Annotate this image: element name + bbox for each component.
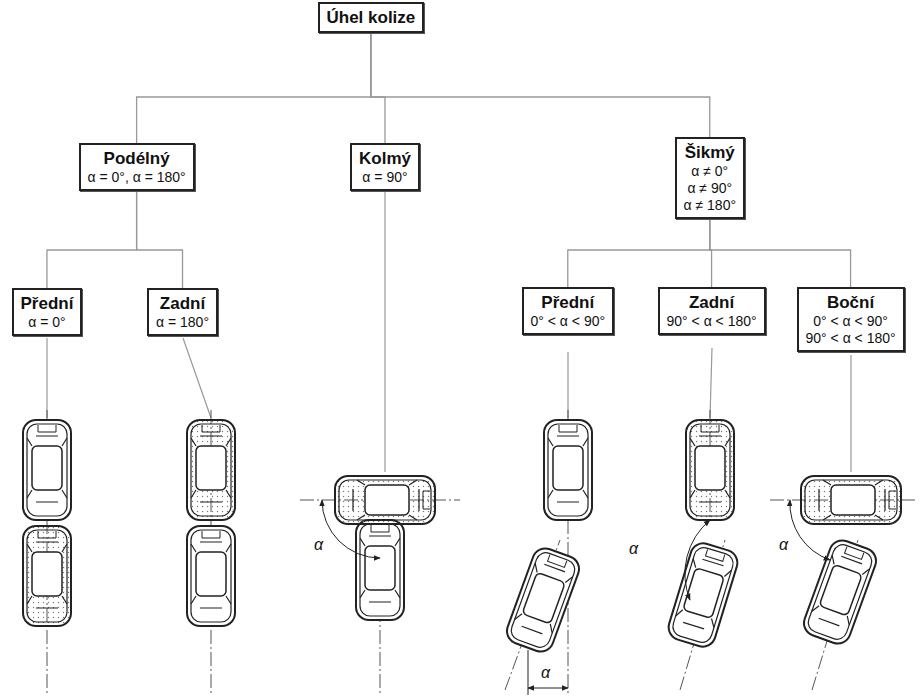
box-title: Boční: [806, 292, 896, 313]
angle-label: α: [628, 540, 639, 558]
box-title: Šikmý: [684, 142, 737, 163]
angle-condition: α = 180°: [156, 314, 209, 331]
box-title: Zadní: [156, 293, 209, 314]
car-outline: [23, 526, 71, 626]
angle-condition: α ≠ 90°: [684, 180, 737, 197]
tree-connector: [371, 33, 710, 137]
car-outline: [801, 476, 901, 524]
category-box: Kolmýα = 90°: [350, 143, 420, 191]
root-box: Úhel kolize: [318, 2, 425, 33]
category-box: Přední0° < α < 90°: [522, 287, 615, 335]
car-outline: [187, 526, 235, 626]
angle-label: α: [540, 664, 551, 682]
car-outline: [23, 420, 71, 520]
car-outline: [335, 476, 435, 524]
angle-condition: α = 0°: [21, 314, 74, 331]
category-box: Zadní90° < α < 180°: [658, 287, 766, 335]
car-outline: [686, 420, 734, 520]
tree-connector: [568, 219, 710, 287]
car-outline: [544, 420, 592, 520]
box-title: Přední: [531, 292, 606, 313]
tree-connector: [47, 191, 137, 288]
angle-condition: α ≠ 0°: [684, 163, 737, 180]
angle-condition: α = 90°: [359, 169, 411, 186]
tree-connector: [371, 33, 385, 143]
category-box: Předníα = 0°: [12, 288, 83, 336]
angle-condition: 0° < α < 90°: [531, 313, 606, 330]
angle-label: α: [313, 536, 324, 554]
car-outline: [187, 420, 235, 520]
category-box: Šikmýα ≠ 0°α ≠ 90°α ≠ 180°: [675, 137, 746, 219]
box-title: Kolmý: [359, 148, 411, 169]
angle-condition: 90° < α < 180°: [667, 313, 757, 330]
car-outline: [503, 545, 582, 655]
category-box: Boční0° < α < 90°90° < α < 180°: [797, 287, 905, 352]
box-title: Zadní: [667, 292, 757, 313]
category-box: Zadníα = 180°: [147, 288, 218, 336]
tree-connector: [137, 33, 371, 143]
angle-label: α: [778, 536, 789, 554]
tree-connector: [137, 191, 183, 288]
angle-condition: 0° < α < 90°: [806, 313, 896, 330]
angle-condition: α ≠ 180°: [684, 197, 737, 214]
car-outline: [800, 537, 879, 647]
car-outline: [356, 520, 404, 620]
box-title: Úhel kolize: [327, 7, 416, 28]
angle-condition: α = 0°, α = 180°: [88, 169, 186, 186]
box-title: Podélný: [88, 148, 186, 169]
tree-connector: [710, 219, 851, 287]
car-outline: [665, 540, 740, 650]
box-title: Přední: [21, 293, 74, 314]
angle-condition: 90° < α < 180°: [806, 330, 896, 347]
category-box: Podélnýα = 0°, α = 180°: [79, 143, 195, 191]
